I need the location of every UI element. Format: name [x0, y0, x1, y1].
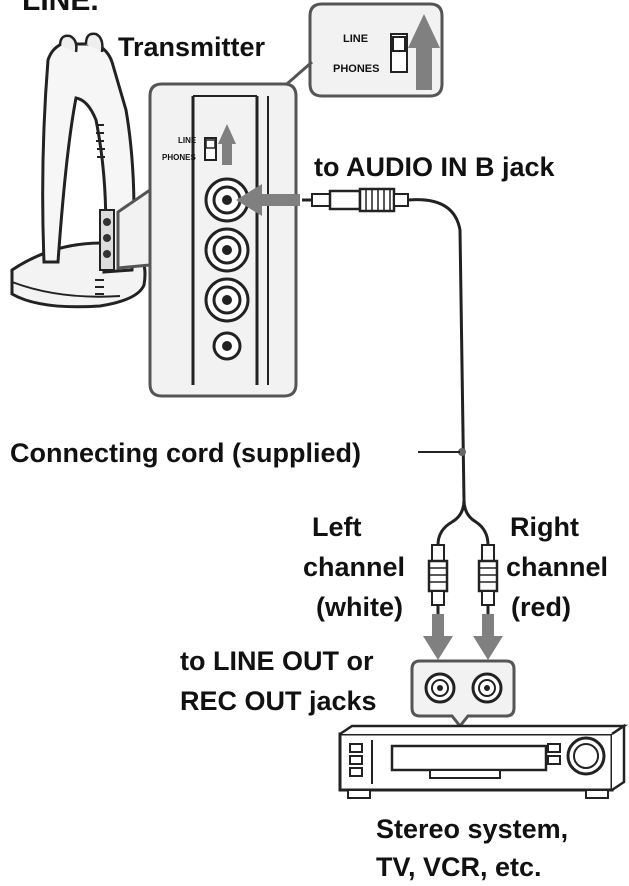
- line-out-jacks: [410, 659, 516, 729]
- switch-line-label: LINE: [343, 33, 368, 45]
- audio-jack-icon: [204, 177, 250, 223]
- arrow-icon: [236, 184, 300, 216]
- rca-plug-icon: [477, 544, 499, 614]
- arrow-icon: [473, 614, 503, 660]
- connecting-cord: [407, 198, 466, 501]
- switch-phones-label: PHONES: [333, 63, 379, 75]
- line-out-line1: to LINE OUT or: [180, 646, 374, 676]
- line-out-line2: REC OUT jacks: [180, 686, 377, 716]
- device-line1: Stereo system,: [376, 814, 568, 844]
- arrow-icon: [408, 14, 440, 90]
- switch-callout: LINE PHONES: [308, 2, 444, 98]
- arrow-icon: [218, 124, 236, 165]
- right-channel-line3: (red): [511, 592, 571, 622]
- transmitter-stand-icon: [10, 32, 147, 309]
- left-channel-line1: Left: [312, 512, 362, 542]
- arrow-icon: [423, 614, 453, 660]
- audio-jack-icon: [212, 331, 242, 361]
- heading-fragment: LINE.: [22, 0, 99, 17]
- plug-icon: [302, 187, 409, 213]
- audio-in-label: to AUDIO IN B jack: [314, 152, 556, 182]
- right-channel-line2: channel: [506, 552, 608, 582]
- right-channel-line1: Right: [510, 512, 579, 542]
- rca-plug-icon: [427, 544, 449, 614]
- device-line2: TV, VCR, etc.: [376, 852, 542, 881]
- transmitter-panel: LINE PHONES: [148, 82, 298, 398]
- transmitter-title: Transmitter: [118, 32, 266, 62]
- cord-label: Connecting cord (supplied): [10, 438, 361, 468]
- left-channel-line2: channel: [303, 552, 405, 582]
- panel-line-label: LINE: [178, 136, 197, 145]
- audio-jack-icon: [204, 277, 250, 323]
- panel-phones-label: PHONES: [162, 153, 196, 162]
- audio-jack-icon: [204, 227, 250, 273]
- cord-split: [436, 499, 466, 546]
- cord-junction: [458, 448, 466, 456]
- left-channel-line3: (white): [316, 592, 403, 622]
- stereo-device-icon: [338, 723, 629, 799]
- cord-split: [462, 499, 490, 546]
